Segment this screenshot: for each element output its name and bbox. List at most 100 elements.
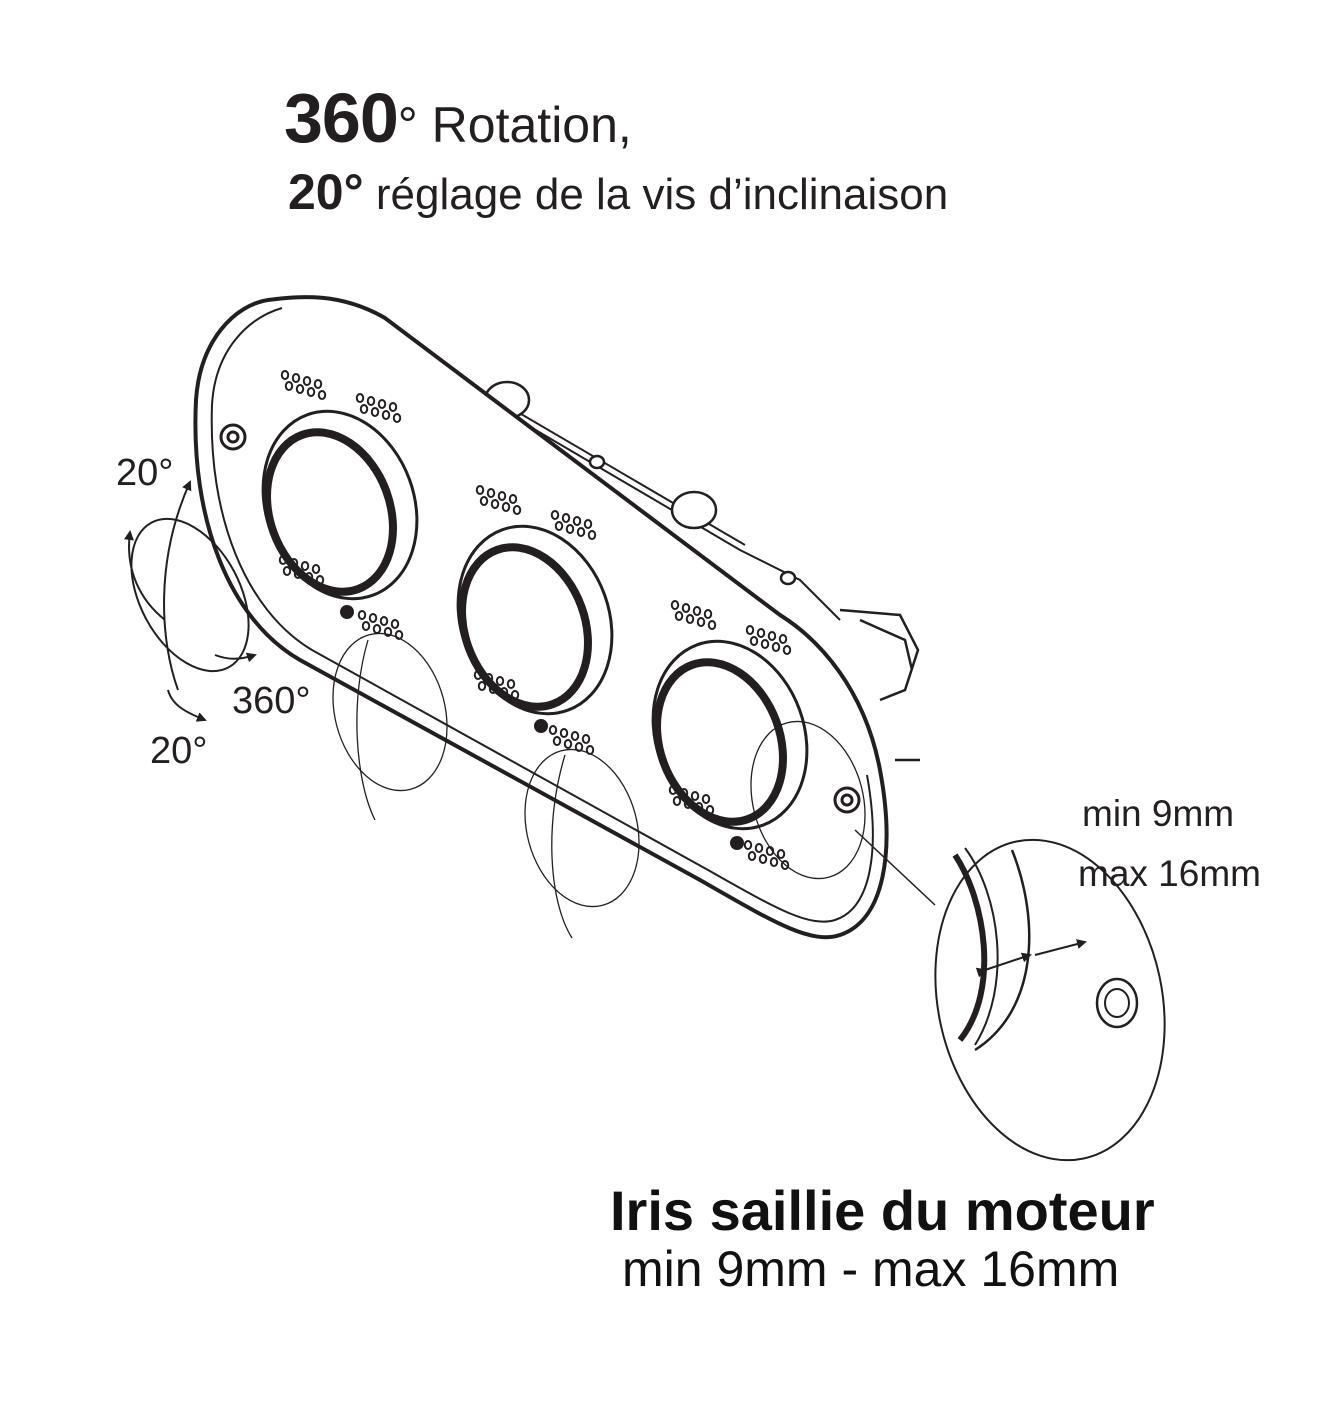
hole [581, 734, 591, 744]
hole [756, 628, 766, 638]
hole [683, 799, 693, 809]
caption-subtitle: min 9mm - max 16mm [622, 1241, 1120, 1297]
hole [394, 630, 404, 640]
hole [510, 690, 520, 700]
hole [388, 402, 398, 412]
hole [758, 854, 768, 864]
hole [574, 742, 584, 752]
angle-arrows [124, 480, 257, 722]
hole [370, 407, 380, 417]
hole [692, 606, 702, 616]
hole [745, 625, 755, 635]
hole [696, 617, 706, 627]
hole [749, 636, 759, 646]
hole [506, 679, 516, 689]
hole [295, 384, 305, 394]
hole [361, 621, 371, 631]
hole [306, 387, 316, 397]
hole [679, 788, 689, 798]
hole [760, 639, 770, 649]
hole [550, 510, 560, 520]
hole [315, 575, 325, 585]
hole [390, 619, 400, 629]
hole [780, 860, 790, 870]
hole [486, 488, 496, 498]
hole [782, 645, 792, 655]
hole [291, 373, 301, 383]
max-depth-label: max 16mm [1078, 853, 1261, 894]
hole [701, 794, 711, 804]
hole [565, 524, 575, 534]
hole [479, 496, 489, 506]
hole [563, 739, 573, 749]
rotation-text: ° Rotation, [397, 97, 632, 153]
hole [293, 569, 303, 579]
hole [475, 485, 485, 495]
hole [278, 555, 288, 565]
hole [302, 376, 312, 386]
hole [552, 736, 562, 746]
hole [355, 393, 365, 403]
hole [508, 494, 518, 504]
hole [747, 851, 757, 861]
knob-2 [456, 524, 614, 716]
hole [674, 611, 684, 621]
hole [313, 379, 323, 389]
hole [284, 381, 294, 391]
hole [488, 684, 498, 694]
hole [769, 857, 779, 867]
hole [392, 413, 402, 423]
heading-line-rotation: 360° Rotation, [284, 78, 632, 158]
rotation-value: 360 [284, 79, 399, 157]
hole [561, 513, 571, 523]
hole [548, 725, 558, 735]
hole [368, 613, 378, 623]
hole [499, 687, 509, 697]
hole [705, 805, 715, 815]
indicator-dots [340, 605, 744, 850]
knob-1 [261, 409, 419, 601]
hole [501, 502, 511, 512]
hole [359, 404, 369, 414]
hole [289, 558, 299, 568]
hole [771, 642, 781, 652]
tilt-bottom-label: 20° [150, 730, 208, 772]
hole [357, 610, 367, 620]
hole [473, 670, 483, 680]
hole [583, 519, 593, 529]
detail-callout [854, 829, 1166, 1162]
hole [497, 491, 507, 501]
heading-line-tilt: 20° réglage de la vis d’inclinaison [288, 163, 948, 221]
hole [554, 521, 564, 531]
rotation-guides [332, 632, 866, 939]
hole [377, 399, 387, 409]
hole [317, 390, 327, 400]
rotation-label: 360° [232, 680, 311, 722]
hole [587, 530, 597, 540]
hole [754, 843, 764, 853]
caption-title: Iris saillie du moteur [610, 1179, 1155, 1242]
hole [778, 634, 788, 644]
hole [672, 796, 682, 806]
tilt-top-label: 20° [116, 452, 174, 494]
hole [495, 676, 505, 686]
hole [379, 616, 389, 626]
knob-3 [651, 639, 809, 831]
hole [559, 728, 569, 738]
panel-screws [219, 423, 861, 814]
hole [685, 614, 695, 624]
hole [512, 505, 522, 515]
hole [572, 516, 582, 526]
hole [668, 785, 678, 795]
hole [311, 564, 321, 574]
hole [703, 609, 713, 619]
hole [366, 396, 376, 406]
hole [484, 673, 494, 683]
hole [280, 370, 290, 380]
hole [282, 566, 292, 576]
hole [477, 681, 487, 691]
hole [576, 527, 586, 537]
hole [743, 840, 753, 850]
control-knobs [261, 409, 809, 831]
